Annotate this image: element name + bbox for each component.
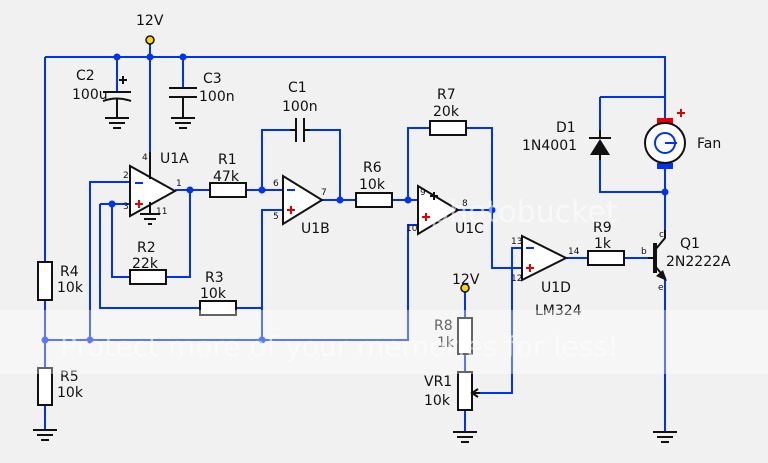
- svg-text:2: 2: [123, 171, 129, 181]
- svg-text:6: 6: [273, 179, 279, 189]
- resistor-r7: [429, 120, 467, 136]
- svg-text:11: 11: [156, 207, 167, 217]
- svg-text:14: 14: [568, 247, 580, 257]
- capacitor-c3: [169, 87, 197, 118]
- resistor-r1: [209, 182, 247, 198]
- svg-text:4: 4: [142, 153, 148, 163]
- capacitor-c1: [290, 118, 310, 142]
- q1-ref: Q1: [680, 236, 700, 252]
- supply-terminal-divider: [460, 283, 470, 293]
- u1c-ref: U1C: [455, 221, 484, 237]
- ground-symbols: [33, 117, 677, 443]
- labels: 12V 12V C2 100u C3 100n C1 100n R1 47k R…: [57, 13, 731, 409]
- watermark-banner: Protect more of your memories for less!: [60, 330, 619, 363]
- resistor-r9: [587, 250, 625, 266]
- svg-text:3: 3: [123, 202, 129, 212]
- supply-label-main: 12V: [136, 13, 164, 29]
- r2-ref: R2: [137, 240, 156, 256]
- r6-ref: R6: [363, 160, 382, 176]
- svg-text:13: 13: [511, 237, 522, 247]
- watermark-logo: photobucket: [430, 195, 618, 230]
- d1-value: 1N4001: [522, 138, 577, 154]
- u1a-ref: U1A: [160, 151, 189, 167]
- svg-text:8: 8: [462, 199, 468, 209]
- transistor-q1: [648, 230, 667, 281]
- svg-text:1: 1: [176, 179, 182, 189]
- c1-ref: C1: [288, 80, 307, 96]
- resistor-vr1: [457, 371, 473, 411]
- opamp-u1b: [282, 174, 324, 226]
- r8-value: 1k: [437, 335, 455, 351]
- resistor-r8: [457, 317, 473, 355]
- supply-label-divider: 12V: [452, 272, 480, 288]
- r4-ref: R4: [60, 264, 79, 280]
- vr1-value: 10k: [424, 393, 451, 409]
- r2-value: 22k: [132, 256, 159, 272]
- fan-ref: Fan: [697, 136, 721, 152]
- q1-value: 2N2222A: [666, 254, 731, 270]
- svg-text:7: 7: [321, 188, 327, 198]
- svg-text:e: e: [658, 283, 664, 293]
- junctions: [41, 53, 669, 344]
- resistor-r2: [129, 269, 167, 285]
- d1-ref: D1: [556, 120, 576, 136]
- opamp-u1d: [521, 234, 569, 282]
- c3-value: 100n: [199, 89, 235, 105]
- r9-ref: R9: [593, 220, 612, 236]
- r3-ref: R3: [205, 270, 224, 286]
- ic-part: LM324: [535, 303, 582, 319]
- r9-value: 1k: [594, 236, 612, 252]
- diode-d1: [589, 130, 611, 160]
- u1b-ref: U1B: [301, 221, 330, 237]
- r7-value: 20k: [433, 104, 460, 120]
- resistor-r6: [355, 192, 393, 208]
- resistor-r5: [37, 367, 53, 406]
- watermark: photobucket Protect more of your memorie…: [0, 195, 768, 374]
- r4-value: 10k: [57, 280, 84, 296]
- u1d-ref: U1D: [541, 280, 571, 296]
- c2-ref: C2: [76, 68, 95, 84]
- r5-ref: R5: [60, 369, 79, 385]
- pin-numbers: 2 3 4 11 1 6 5 7 9 10 8 13 12 14 b c e: [123, 153, 664, 293]
- r8-ref: R8: [434, 318, 453, 334]
- svg-text:b: b: [641, 247, 647, 257]
- svg-text:10: 10: [406, 224, 418, 234]
- r6-value: 10k: [359, 177, 386, 193]
- c1-value: 100n: [282, 99, 318, 115]
- svg-text:5: 5: [273, 212, 279, 222]
- r3-value: 10k: [200, 286, 227, 302]
- supply-terminal-main: [145, 35, 155, 45]
- opamp-u1c: [417, 184, 460, 236]
- opamp-u1a: [129, 152, 178, 218]
- r7-ref: R7: [437, 87, 456, 103]
- svg-text:c: c: [659, 230, 664, 240]
- c3-ref: C3: [203, 71, 222, 87]
- fan-motor: [644, 109, 686, 169]
- r1-ref: R1: [218, 152, 237, 168]
- resistor-r3: [199, 300, 237, 316]
- vr1-ref: VR1: [424, 374, 452, 390]
- r5-value: 10k: [57, 385, 84, 401]
- c2-value: 100u: [72, 87, 108, 103]
- capacitor-c2: [102, 76, 132, 118]
- resistors: [37, 120, 625, 411]
- r1-value: 47k: [213, 169, 240, 185]
- svg-text:12: 12: [511, 274, 522, 284]
- resistor-r4: [37, 261, 53, 301]
- svg-text:9: 9: [420, 188, 426, 198]
